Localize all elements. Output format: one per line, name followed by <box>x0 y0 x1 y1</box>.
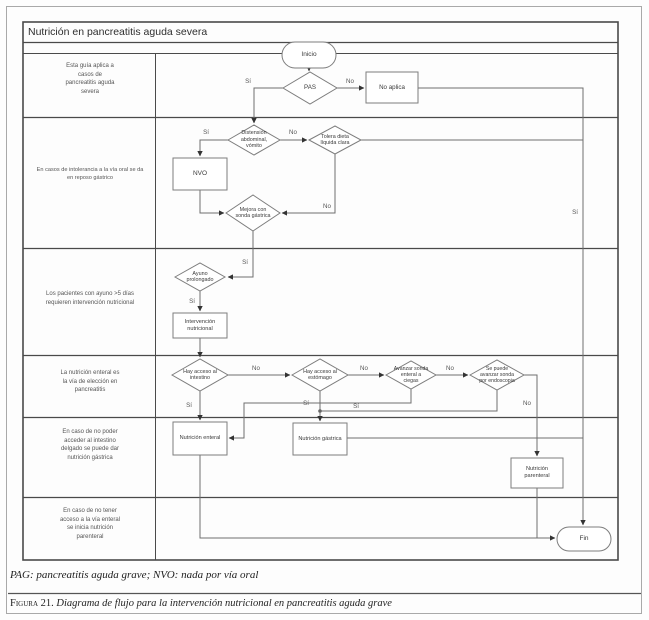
node-endoscopia: Se puede avanzar sonda por endoscopia <box>479 365 515 385</box>
edge-pas-si-distension <box>251 87 283 124</box>
node-ayuno: Ayuno prolongado <box>186 270 214 283</box>
edge-tolera-no-mejora <box>281 154 336 216</box>
node-intestino: Hay acceso al intestino <box>183 368 217 381</box>
figure-caption-text: Diagrama de flujo para la intervención n… <box>53 598 392 609</box>
edge-distension-si-nvo <box>197 139 228 157</box>
shape-pas-decision <box>282 71 338 105</box>
lane-label-1: Esta guía aplica a casos de pancreatitis… <box>65 63 115 96</box>
edge-label-distension-no: No <box>289 129 297 136</box>
node-pas: PAS <box>304 84 316 92</box>
edge-label-distension-si: Sí <box>203 129 209 136</box>
node-distension: Distensión abdominal, vómito <box>240 130 268 150</box>
edge-endoscopia-no-parenteral <box>524 374 540 457</box>
edge-junction-dot <box>318 409 322 413</box>
shape-parenteral-process <box>510 457 564 489</box>
edge-label-endoscopia-si: Sí <box>353 403 359 410</box>
figure-caption-label: Figura 21. <box>10 598 54 609</box>
page-border <box>6 6 642 614</box>
node-estomago: Hay acceso al estómago <box>303 368 337 381</box>
lane-label-2: En casos de intolerancia a la vía oral s… <box>36 167 144 182</box>
edge-mejora-si-ayuno <box>227 231 254 280</box>
edge-label-estomago-no: No <box>360 365 368 372</box>
node-mejora: Mejora con sonda gástrica <box>235 206 271 219</box>
shape-ciegas-decision <box>384 360 438 390</box>
node-nvo: NVO <box>192 170 208 178</box>
edge-label-intestino-si: Sí <box>186 402 192 409</box>
edge-label-ciegas-no: No <box>446 365 454 372</box>
shape-intervencion-process <box>172 312 228 339</box>
shape-tolera-decision <box>307 125 363 155</box>
edges <box>197 65 586 541</box>
chart-frame <box>22 21 619 561</box>
edge-label-ayuno-si: Sí <box>189 298 195 305</box>
edge-label-pas-no: No <box>346 78 354 85</box>
shape-ayuno-decision <box>173 262 227 292</box>
lane-label-5: En caso de no poder acceder al intestino… <box>60 429 120 462</box>
node-tolera: Tolera dieta líquida clara <box>320 133 350 146</box>
edge-ciegas-si-enteral <box>228 389 412 441</box>
node-gastrica: Nutrición gástrica <box>298 435 342 442</box>
edge-label-tolera-si: Sí <box>572 209 578 216</box>
shape-endoscopia-decision <box>468 359 526 391</box>
shape-nvo-process <box>172 157 228 191</box>
shape-inicio-terminator <box>281 41 337 69</box>
edge-noaplica-fin <box>418 87 586 526</box>
edge-enteral-fin <box>199 455 556 541</box>
edge-nvo-mejora <box>199 190 225 216</box>
edge-label-endoscopia-no: No <box>523 400 531 407</box>
lane-label-3: Los pacientes con ayuno >5 días requiere… <box>45 291 135 306</box>
node-ciegas: Avanzar sonda enteral a ciegas <box>393 365 429 385</box>
node-intervencion: Intervención nutricional <box>184 318 216 332</box>
shape-fin-terminator <box>556 526 612 552</box>
node-inicio: Inicio <box>301 51 317 59</box>
shape-distension-decision <box>226 124 282 156</box>
shape-enteral-process <box>172 421 228 456</box>
lane-label-4: La nutrición enteral es la vía de elecci… <box>60 370 120 394</box>
edge-label-estomago-si: Sí <box>303 400 309 407</box>
shape-no-aplica-process <box>365 71 419 104</box>
chart-title: Nutrición en pancreatitis aguda severa <box>28 26 208 38</box>
edge-label-pas-si: Sí <box>245 78 251 85</box>
abbreviations-note: PAG: pancreatitis aguda grave; NVO: nada… <box>10 569 259 581</box>
node-fin: Fin <box>579 535 589 543</box>
shape-gastrica-process <box>292 422 348 456</box>
edge-label-intestino-no: No <box>252 365 260 372</box>
shape-estomago-decision <box>290 358 350 392</box>
edge-label-mejora-si: Sí <box>242 259 248 266</box>
node-shapes <box>170 41 612 552</box>
node-no-aplica: No aplica <box>379 83 405 91</box>
edge-label-tolera-no: No <box>323 203 331 210</box>
node-enteral: Nutrición enteral <box>179 435 221 442</box>
lane-label-6: En caso de no tener acceso a la vía ente… <box>59 508 121 541</box>
figure-caption: Figura 21. Diagrama de flujo para la int… <box>10 598 640 609</box>
shape-mejora-decision <box>225 194 281 232</box>
edge-endoscopia-si-gastrica <box>321 390 498 412</box>
shape-intestino-decision <box>170 358 230 392</box>
node-parenteral: Nutrición parenteral <box>524 466 550 479</box>
swimlane-grid <box>22 21 619 561</box>
